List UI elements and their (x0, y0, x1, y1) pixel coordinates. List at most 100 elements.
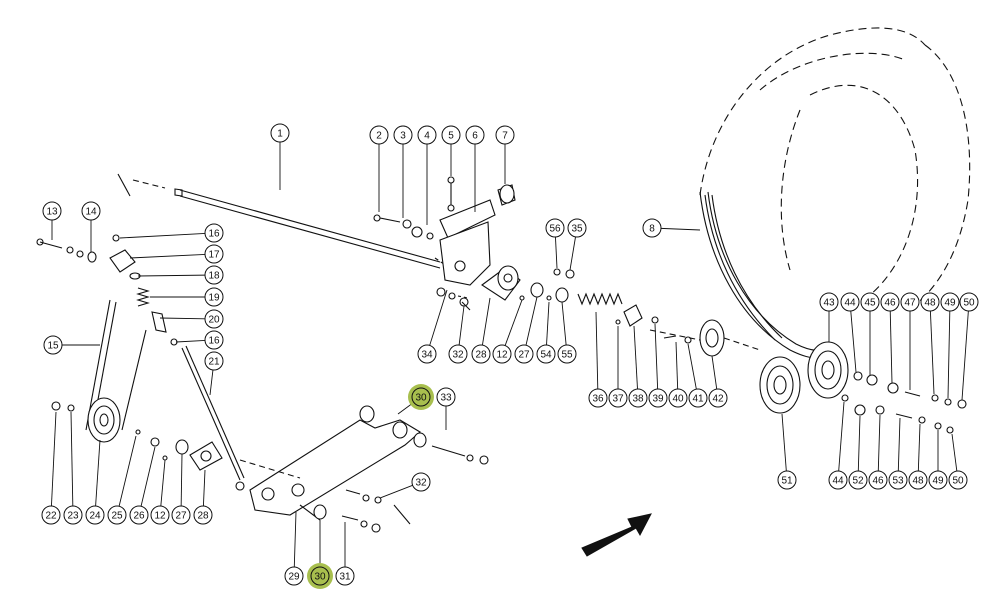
callout-number: 20 (208, 315, 220, 326)
callout-c32a: 32 (448, 344, 468, 364)
callout-number: 39 (652, 394, 664, 405)
leader-line (209, 369, 214, 396)
callout-c49b: 49 (928, 470, 948, 490)
leader-line (118, 435, 137, 507)
callout-circle (41, 505, 61, 525)
callout-number: 12 (496, 350, 508, 361)
callout-c18: 18 (204, 265, 224, 285)
callout-c26: 26 (129, 505, 149, 525)
callout-circle (150, 505, 170, 525)
left-parts (36, 234, 245, 491)
callout-c54: 54 (536, 344, 556, 364)
callout-circle (204, 287, 224, 307)
callout-number: 16 (208, 229, 220, 240)
callout-number: 48 (924, 298, 936, 309)
callout-circle (193, 505, 213, 525)
callout-number: 34 (421, 350, 433, 361)
callout-number: 29 (288, 572, 300, 583)
callout-circle (928, 470, 948, 490)
callout-c14: 14 (81, 201, 101, 221)
callout-number: 50 (952, 476, 964, 487)
callout-c4: 4 (417, 125, 437, 145)
callout-number: 50 (963, 298, 975, 309)
callout-c31: 31 (335, 566, 355, 586)
callout-number: 32 (452, 350, 464, 361)
leader-lines (50, 142, 969, 568)
callout-circle (310, 566, 330, 586)
leader-line (838, 401, 845, 472)
callout-number: 6 (472, 131, 478, 142)
callout-c2: 2 (369, 125, 389, 145)
callout-circle (204, 330, 224, 350)
leader-line (180, 453, 183, 507)
callout-number: 17 (208, 250, 220, 261)
callout-number: 28 (197, 511, 209, 522)
callout-circle (848, 470, 868, 490)
callout-circle (448, 344, 468, 364)
callout-circle (819, 292, 839, 312)
callout-circle (417, 125, 437, 145)
leader-line (857, 415, 861, 472)
callout-circle (171, 505, 191, 525)
callout-circle (908, 470, 928, 490)
callout-circle (393, 125, 413, 145)
callout-number: 53 (892, 476, 904, 487)
callout-c33: 33 (436, 387, 456, 407)
shaft-1 (117, 173, 461, 276)
callout-circle (85, 505, 105, 525)
callout-circle (688, 388, 708, 408)
callout-c42: 42 (708, 388, 728, 408)
leader-line (569, 236, 576, 271)
callout-c53: 53 (888, 470, 908, 490)
callout-circle (492, 344, 512, 364)
callout-c39: 39 (648, 388, 668, 408)
callout-circle (920, 292, 940, 312)
callout-c44b: 44 (828, 470, 848, 490)
callout-c35: 35 (567, 218, 587, 238)
callout-circle (708, 388, 728, 408)
leader-line (481, 297, 491, 346)
callout-c19: 19 (204, 287, 224, 307)
leader-line (877, 414, 881, 472)
callout-number: 32 (415, 478, 427, 489)
direction-arrow-icon (581, 513, 652, 557)
callout-number: 25 (111, 511, 123, 522)
callout-c46a: 46 (880, 292, 900, 312)
callout-c55: 55 (557, 344, 577, 364)
callout-circle (495, 125, 515, 145)
callout-c36: 36 (588, 388, 608, 408)
callout-number: 44 (844, 298, 856, 309)
callout-number: 42 (712, 394, 724, 405)
callout-circle (888, 470, 908, 490)
callout-circle (880, 292, 900, 312)
callout-number: 30 (314, 572, 326, 583)
callout-circle (868, 470, 888, 490)
callout-number: 46 (884, 298, 896, 309)
callout-circle (648, 388, 668, 408)
callout-c16b: 16 (204, 330, 224, 350)
leader-line (654, 323, 659, 390)
leader-line (137, 274, 206, 277)
callout-circle (369, 125, 389, 145)
callout-number: 56 (549, 224, 561, 235)
leader-line (781, 413, 787, 472)
callout-number: 44 (832, 476, 844, 487)
leader-line (675, 341, 679, 390)
callout-number: 22 (45, 511, 57, 522)
callout-c32b: 32 (411, 472, 431, 492)
callout-number: 36 (592, 394, 604, 405)
leader-line (633, 325, 638, 390)
leader-line (951, 433, 958, 472)
left-belt-pulley (51, 299, 223, 471)
callout-c52: 52 (848, 470, 868, 490)
callout-c48b: 48 (908, 470, 928, 490)
leader-line (70, 411, 74, 507)
callout-circle (436, 387, 456, 407)
callout-circle (514, 344, 534, 364)
leader-line (961, 310, 969, 401)
callout-circle (204, 223, 224, 243)
leader-line (379, 484, 413, 499)
callout-c47: 47 (900, 292, 920, 312)
callout-number: 45 (864, 298, 876, 309)
callout-c27a: 27 (514, 344, 534, 364)
